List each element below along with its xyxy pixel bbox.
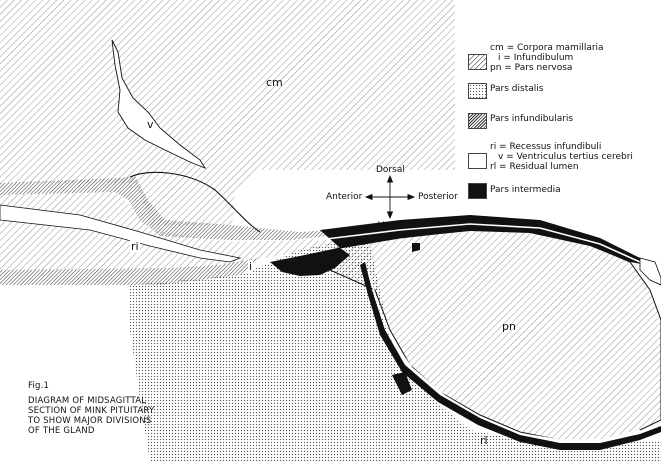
axis-posterior: Posterior	[418, 192, 458, 202]
figure-caption: Fig.1 DIAGRAM OF MIDSAGITTAL SECTION OF …	[28, 381, 154, 436]
legend-swatch-dots	[468, 83, 487, 99]
legend-text: Pars intermedia	[490, 186, 561, 196]
label-cm: cm	[266, 76, 283, 89]
legend-swatch-hatch-light	[468, 54, 487, 70]
orientation-cross	[366, 176, 414, 218]
legend-text: Pars infundibularis	[490, 115, 573, 125]
legend-swatch-blank	[468, 153, 487, 169]
label-pn: pn	[502, 320, 516, 333]
legend-text: rl = Residual lumen	[490, 163, 579, 173]
label-i: i	[248, 260, 253, 273]
axis-anterior: Anterior	[326, 192, 362, 202]
label-rl: rl	[480, 434, 488, 447]
axis-ventral: Ventral	[378, 221, 410, 231]
caption-line: OF THE GLAND	[28, 426, 154, 436]
caption-line: SECTION OF MINK PITUITARY	[28, 406, 154, 416]
axis-dorsal: Dorsal	[376, 165, 405, 175]
figure-number: Fig.1	[28, 381, 154, 391]
label-v: v	[147, 118, 154, 131]
legend-swatch-hatch-dense	[468, 113, 487, 129]
legend-text: Pars distalis	[490, 85, 543, 95]
caption-line: TO SHOW MAJOR DIVISIONS	[28, 416, 154, 426]
legend-text: pn = Pars nervosa	[490, 64, 572, 74]
caption-line: DIAGRAM OF MIDSAGITTAL	[28, 396, 154, 406]
label-ri: ri	[130, 240, 140, 253]
legend-swatch-solid	[468, 183, 487, 199]
